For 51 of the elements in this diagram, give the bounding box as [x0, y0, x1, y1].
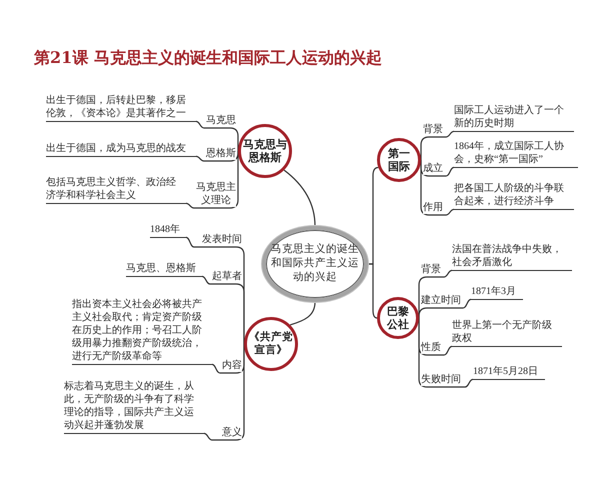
note-text: 1871年5月28日: [473, 365, 539, 379]
branch-label: 起草者: [212, 270, 242, 283]
branch-label: 作用: [423, 201, 443, 214]
branch-label: 失败时间: [421, 373, 461, 386]
branch-line: [420, 160, 454, 216]
branch-label: 背景: [423, 123, 443, 136]
branch-label: 马克思主义理论: [196, 181, 236, 207]
subtopic-text: 《共产党宣言》: [248, 331, 294, 357]
branch-label: 性质: [421, 341, 441, 354]
note-text: 指出资本主义社会必将被共产主义社会取代；肯定资产阶级在历史上的作用；号召工人阶级用暴力推翻资产阶级统治，进行无产阶级革命等: [72, 298, 203, 364]
note-text: 马克思、恩格斯: [126, 262, 197, 276]
branch-label: 恩格斯: [206, 147, 236, 160]
note-text: 包括马克思主义哲学、政治经济学和科学社会主义: [46, 176, 177, 203]
branch-label: 建立时间: [421, 294, 461, 307]
subtopic-text: 巴黎公社: [386, 305, 410, 331]
branch-label: 马克思: [206, 114, 236, 127]
note-text: 1848年: [150, 223, 181, 237]
branch-label: 内容: [222, 359, 242, 372]
topic-text: 马克思主义的诞生和国际共产主义运动的兴起: [270, 243, 360, 285]
branch-label: 意义: [222, 426, 242, 439]
subtopic-circle: [238, 124, 292, 178]
connector-line: [290, 302, 316, 326]
note-text: 出生于德国，成为马克思的战友: [46, 142, 187, 156]
branch-line: [196, 120, 239, 151]
branch-label: 背景: [421, 263, 441, 276]
connector-line: [368, 263, 378, 319]
note-text: 1871年3月: [471, 285, 517, 299]
branch-line: [202, 276, 245, 344]
subtopic-circle: [377, 297, 419, 339]
subtopic-text: 马克思与恩格斯: [242, 138, 288, 164]
subtopic-circle: [244, 317, 298, 371]
branch-label: 成立: [423, 162, 443, 175]
underlined-note: [471, 285, 523, 300]
note-text: 1864年，成立国际工人协会，史称“第一国际”: [454, 140, 565, 167]
note-text: 世界上第一个无产阶级政权: [452, 319, 553, 346]
branch-label: 发表时间: [202, 233, 242, 246]
branch-line: [204, 344, 245, 441]
note-text: 标志着马克思主义的诞生，从此，无产阶级的斗争有了科学理论的指导，国际共产主义运动兴起并蓬勃发展: [64, 380, 195, 433]
title: 第21课 马克思主义的诞生和国际工人运动的兴起: [34, 48, 382, 68]
branch-line: [186, 151, 239, 209]
note-text: 把各国工人阶级的斗争联合起来，进行经济斗争: [454, 182, 565, 209]
note-text: 法国在普法战争中失败，社会矛盾激化: [452, 243, 563, 270]
subtopic-text: 第一国际: [387, 147, 411, 173]
subtopic-circle: [377, 138, 421, 182]
note-text: 出生于德国，后转赴巴黎，移居伦敦，《资本论》是其著作之一: [46, 94, 187, 121]
connector-line: [284, 170, 316, 226]
branch-line: [420, 130, 454, 160]
branch-line: [418, 298, 472, 318]
note-text: 国际工人运动进入了一个新的历史时期: [454, 104, 565, 131]
branch-line: [418, 318, 474, 388]
underlined-note: [150, 223, 186, 238]
